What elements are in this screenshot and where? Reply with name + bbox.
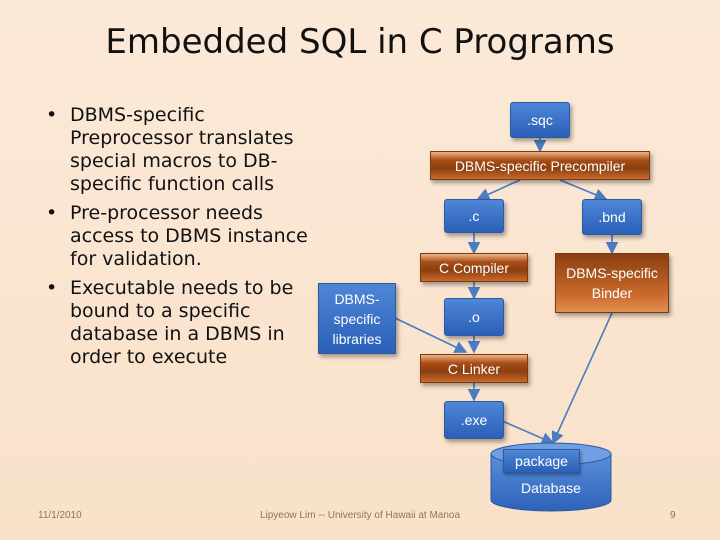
footer-page-number: 9: [670, 510, 676, 521]
footer-date: 11/1/2010: [38, 510, 82, 521]
arrow-precompiler-bnd: [559, 179, 608, 201]
slide-title: Embedded SQL in C Programs: [105, 22, 615, 62]
arrow-precompiler-c: [476, 179, 521, 201]
node-bnd: .bnd: [582, 199, 642, 235]
arrow-exe-database: [499, 419, 555, 445]
node-binder: DBMS-specific Binder: [555, 253, 669, 313]
node-libraries: DBMS-specific libraries: [318, 283, 396, 354]
node-sqc: .sqc: [510, 102, 570, 138]
node-exe: .exe: [444, 401, 504, 439]
arrow-binder-database: [551, 312, 613, 445]
database-label: Database: [521, 480, 581, 496]
bullet-list: DBMS-specific Preprocessor translates sp…: [40, 104, 320, 375]
bullet-item: Executable needs to be bound to a specif…: [40, 277, 320, 369]
node-precompiler: DBMS-specific Precompiler: [430, 151, 650, 180]
footer-author: Lipyeow Lim -- University of Hawaii at M…: [259, 510, 461, 521]
database-cylinder: package Database: [490, 442, 612, 512]
bullet-item: Pre-processor needs access to DBMS insta…: [40, 202, 320, 271]
bullet-item: DBMS-specific Preprocessor translates sp…: [40, 104, 320, 196]
node-c: .c: [444, 199, 504, 233]
arrow-libraries-linker: [394, 317, 468, 353]
node-package: package: [503, 449, 580, 473]
node-o: .o: [444, 298, 504, 336]
node-c-linker: C Linker: [420, 354, 528, 383]
node-c-compiler: C Compiler: [420, 253, 528, 282]
